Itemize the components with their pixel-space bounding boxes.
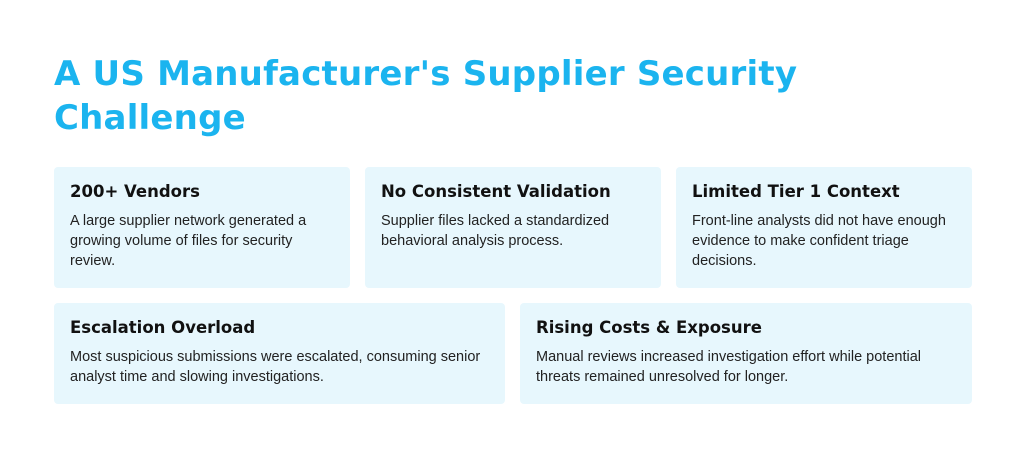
challenge-card-vendors: 200+ Vendors A large supplier network ge… xyxy=(54,167,350,288)
card-description: Front-line analysts did not have enough … xyxy=(692,213,946,269)
card-title: 200+ Vendors xyxy=(70,182,200,201)
card-description: A large supplier network generated a gro… xyxy=(70,213,307,269)
card-description: Most suspicious submissions were escalat… xyxy=(70,349,481,385)
page-title: A US Manufacturer's Supplier Security Ch… xyxy=(54,54,798,138)
challenge-card-validation: No Consistent Validation Supplier files … xyxy=(365,167,661,288)
card-title: Limited Tier 1 Context xyxy=(692,182,900,201)
card-title: Rising Costs & Exposure xyxy=(536,318,762,337)
challenge-card-costs-exposure: Rising Costs & Exposure Manual reviews i… xyxy=(520,303,972,404)
card-title: Escalation Overload xyxy=(70,318,256,337)
challenge-card-escalation: Escalation Overload Most suspicious subm… xyxy=(54,303,505,404)
card-description: Supplier files lacked a standardized beh… xyxy=(381,213,610,249)
challenge-card-tier1-context: Limited Tier 1 Context Front-line analys… xyxy=(676,167,972,288)
card-description: Manual reviews increased investigation e… xyxy=(536,349,922,385)
card-title: No Consistent Validation xyxy=(381,182,611,201)
